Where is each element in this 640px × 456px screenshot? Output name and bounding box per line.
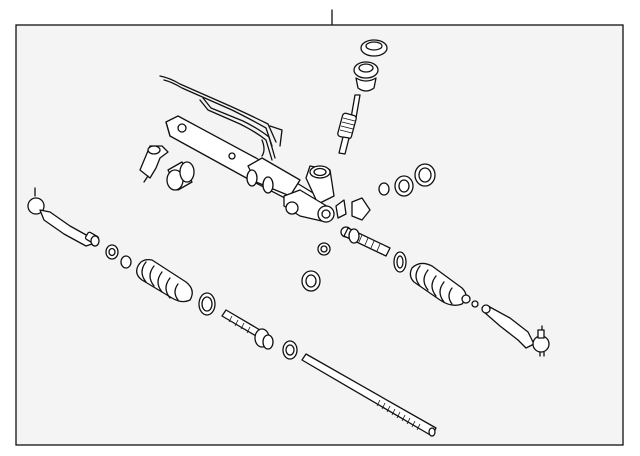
pipe-icon bbox=[159, 75, 283, 161]
rod-icon-right bbox=[340, 226, 407, 273]
bellows-icon-right bbox=[409, 262, 479, 308]
ring-seal-left bbox=[198, 292, 216, 316]
rack-icon bbox=[301, 353, 437, 437]
housing-icon bbox=[165, 115, 347, 223]
clamp-icon-left bbox=[105, 244, 132, 269]
tie-rod-end-icon-right bbox=[481, 304, 550, 357]
bracket-icon bbox=[139, 145, 169, 183]
diagram-frame bbox=[15, 24, 624, 446]
seal-icon bbox=[301, 163, 436, 292]
bellows-icon-left bbox=[136, 258, 193, 303]
bushing-icon bbox=[166, 161, 195, 191]
pinion-shaft-icon bbox=[337, 39, 388, 155]
rod-icon-left bbox=[221, 309, 298, 360]
tie-rod-end-icon-left bbox=[27, 187, 100, 247]
